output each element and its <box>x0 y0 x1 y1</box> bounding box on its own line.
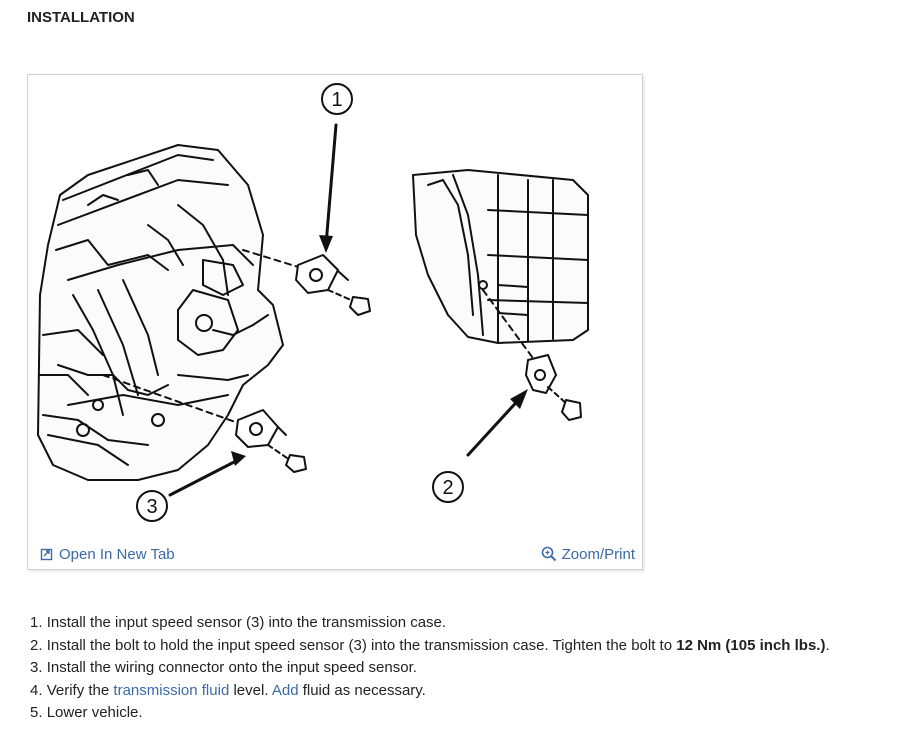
figure-container: 1 2 3 Open In New Tab Zoom/Print <box>27 74 643 570</box>
zoom-print-link[interactable]: Zoom/Print <box>541 546 635 563</box>
step-number: 1. <box>30 614 43 631</box>
callout-arrows <box>168 123 525 497</box>
step-text-end: . <box>825 636 830 654</box>
callout-1: 1 <box>321 83 353 115</box>
input-speed-sensor <box>102 374 307 473</box>
installation-steps: 1. Install the input speed sensor (3) in… <box>30 612 830 725</box>
transmission-diagram[interactable]: 1 2 3 <box>28 75 642 539</box>
torque-spec: 12 Nm (105 inch lbs.) <box>676 636 826 654</box>
transmission-fluid-link[interactable]: transmission fluid <box>113 681 230 699</box>
open-in-new-tab-link[interactable]: Open In New Tab <box>40 546 175 563</box>
callout-3: 3 <box>136 490 168 522</box>
step-number: 5. <box>30 704 43 721</box>
step-3: 3. Install the wiring connector onto the… <box>30 657 830 680</box>
step-number: 3. <box>30 659 43 676</box>
arrow-heads <box>231 235 528 466</box>
open-in-new-tab-label: Open In New Tab <box>59 545 175 563</box>
step-text: Install the bolt to hold the input speed… <box>46 636 673 654</box>
step-text-mid: level. <box>233 681 269 699</box>
step-2: 2. Install the bolt to hold the input sp… <box>30 635 830 658</box>
add-link[interactable]: Add <box>271 681 299 699</box>
step-1: 1. Install the input speed sensor (3) in… <box>30 612 830 635</box>
transmission-left-housing <box>37 144 284 481</box>
step-4: 4. Verify the transmission fluid level. … <box>30 680 830 703</box>
step-text: Verify the <box>46 681 110 699</box>
transmission-right-housing <box>412 169 589 366</box>
page-heading: INSTALLATION <box>27 9 135 26</box>
svg-text:1: 1 <box>331 89 342 111</box>
step-text: Lower vehicle. <box>46 704 143 721</box>
step-text-end: fluid as necessary. <box>302 681 426 699</box>
zoom-print-label: Zoom/Print <box>561 545 635 563</box>
speed-sensor-2 <box>525 354 582 421</box>
svg-text:3: 3 <box>146 496 157 518</box>
step-number: 2. <box>30 636 43 654</box>
step-text: Install the wiring connector onto the in… <box>46 659 417 676</box>
callout-2: 2 <box>432 471 464 503</box>
figure-footer: Open In New Tab Zoom/Print <box>28 539 642 569</box>
step-text: Install the input speed sensor (3) into … <box>46 614 447 631</box>
step-5: 5. Lower vehicle. <box>30 702 830 725</box>
external-tab-icon <box>40 548 53 561</box>
output-speed-sensor <box>242 249 371 316</box>
magnifier-icon <box>541 546 556 562</box>
step-number: 4. <box>30 681 43 699</box>
svg-text:2: 2 <box>442 477 453 499</box>
